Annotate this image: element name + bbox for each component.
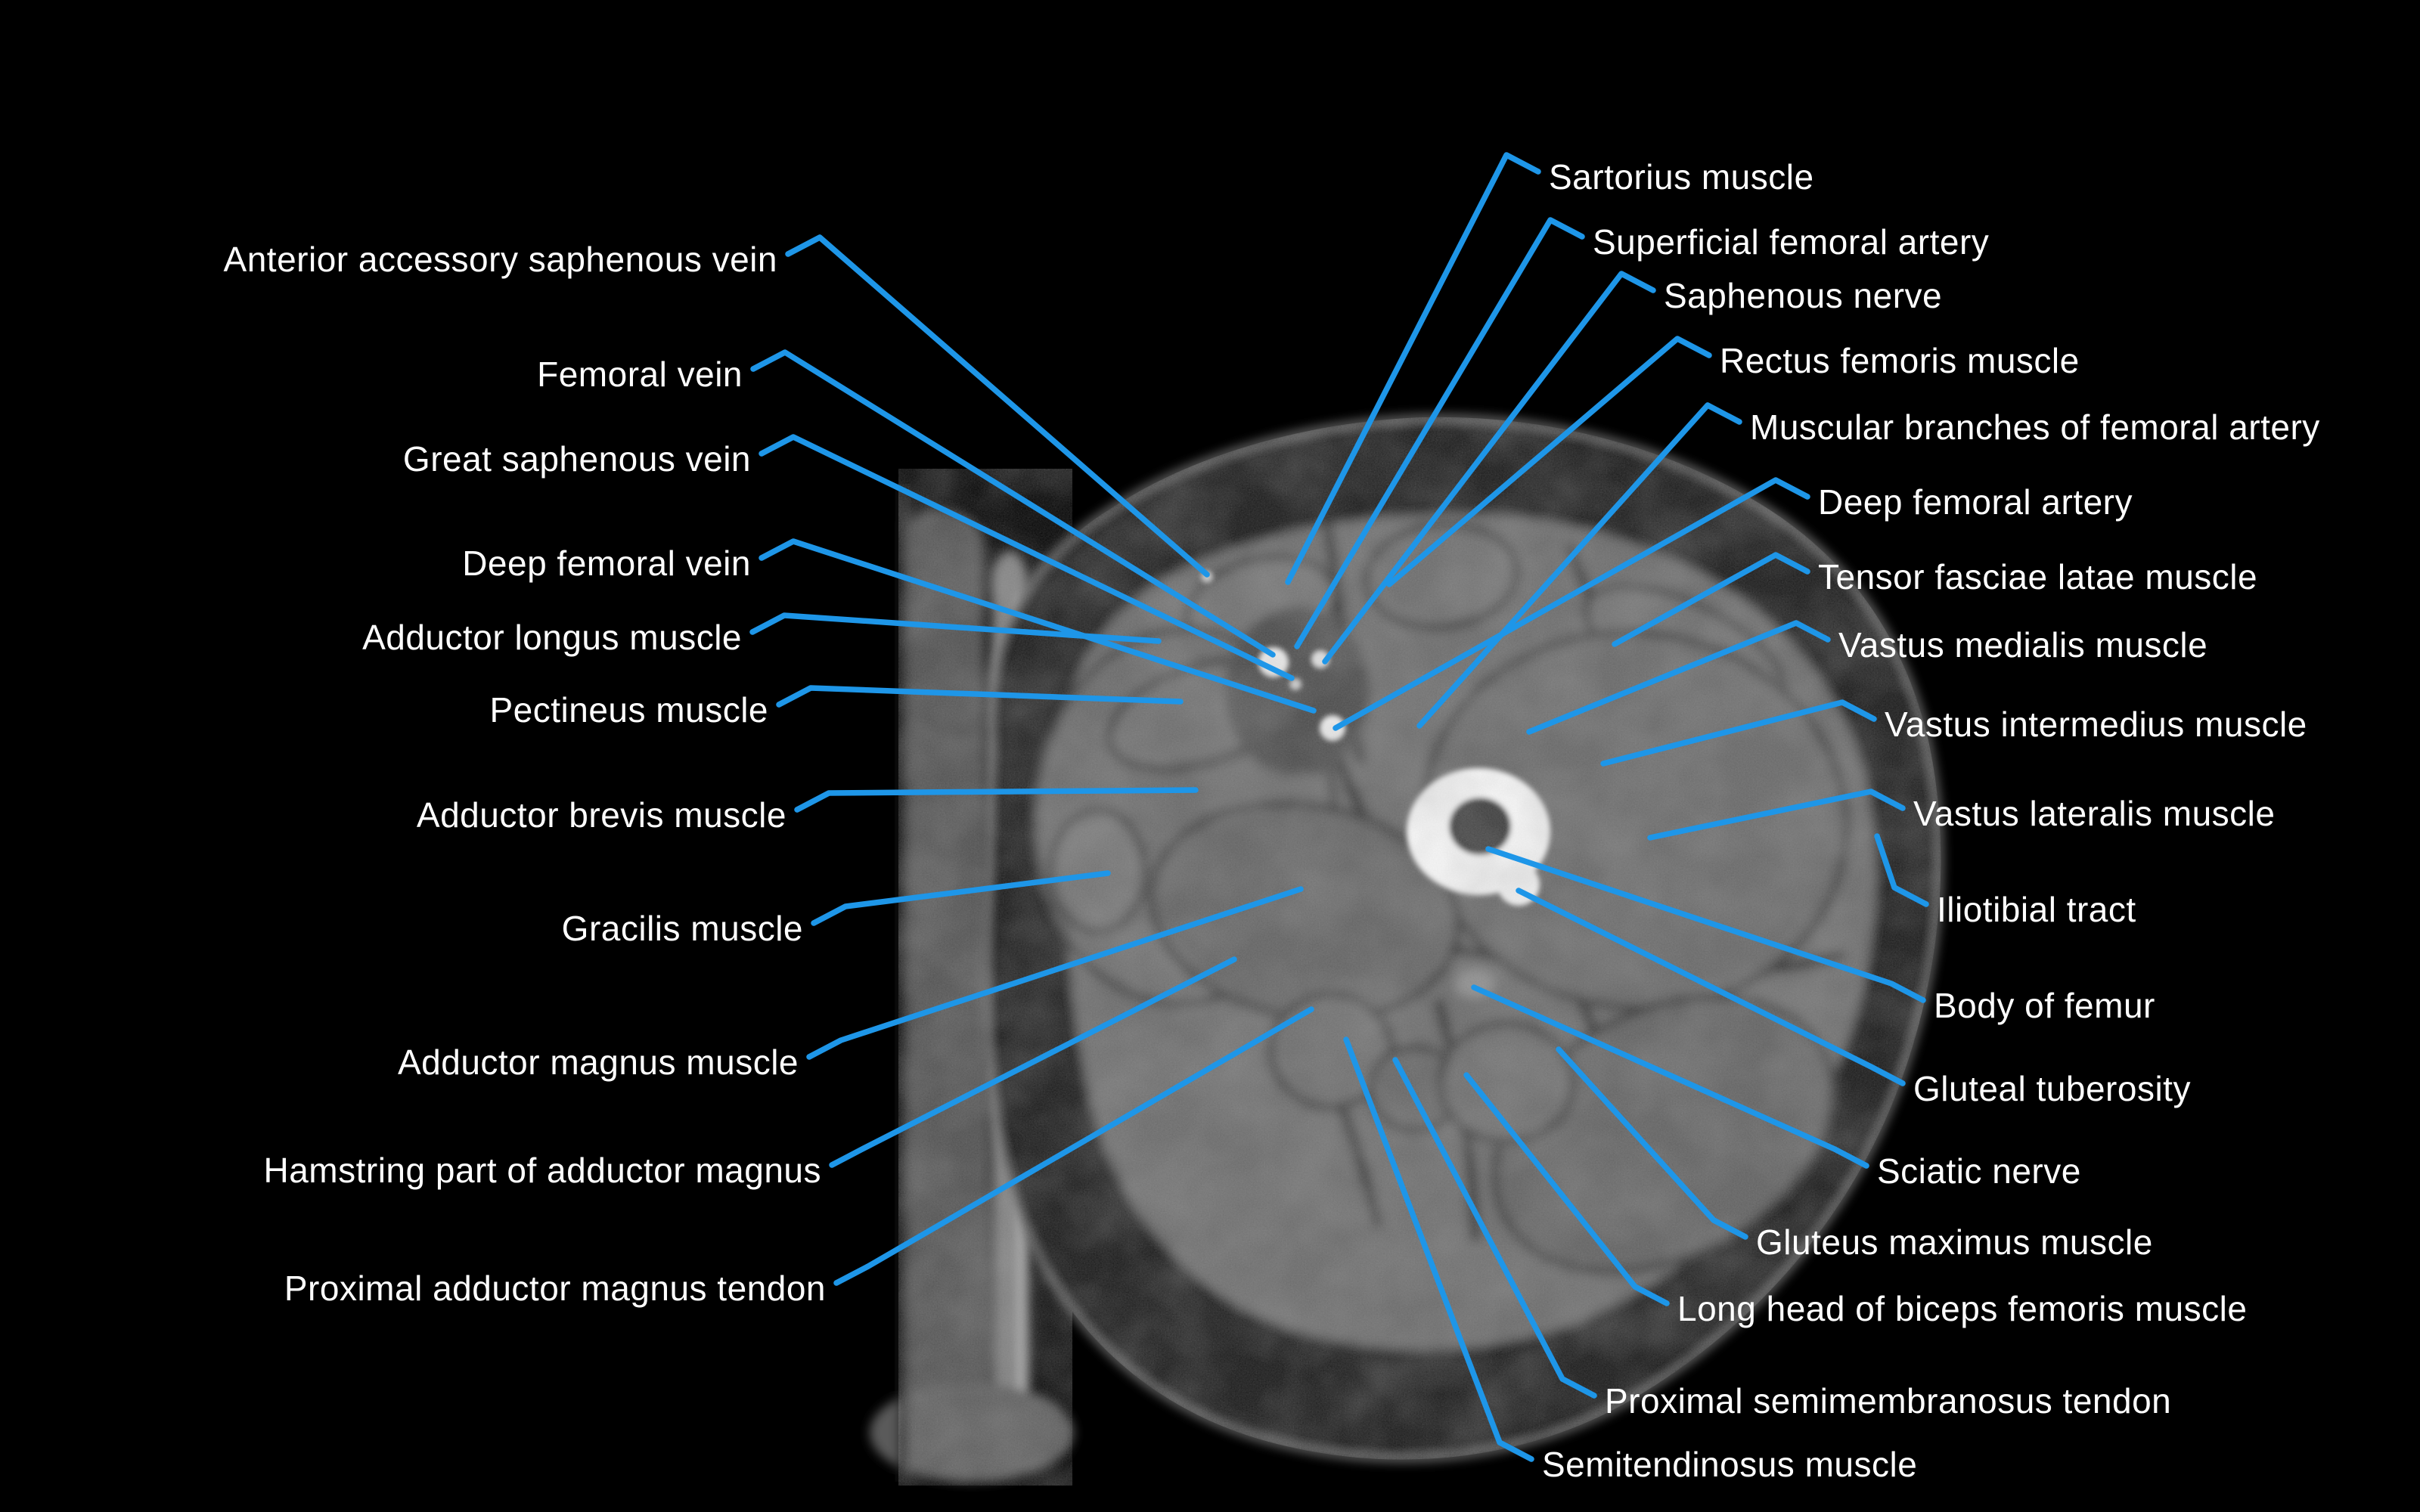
anatomy-label-adductor-brevis-muscle: Adductor brevis muscle	[417, 795, 786, 835]
anatomy-label-pectineus-muscle: Pectineus muscle	[490, 690, 769, 730]
leader-line-adductor-magnus-muscle	[806, 886, 1304, 1060]
anatomy-label-gluteal-tuberosity: Gluteal tuberosity	[1913, 1069, 2191, 1108]
anatomy-label-superficial-femoral-artery: Superficial femoral artery	[1593, 222, 1989, 262]
leader-line-saphenous-nerve	[1322, 271, 1656, 665]
leader-line-femoral-vein	[750, 349, 1276, 658]
leader-line-tensor-fasciae-latae-muscle	[1612, 552, 1810, 647]
leader-line-pectineus-muscle	[776, 685, 1184, 708]
anatomy-label-femoral-vein: Femoral vein	[537, 355, 743, 394]
leader-line-great-saphenous-vein	[759, 434, 1295, 681]
leader-line-anterior-accessory-saphenous-vein	[785, 234, 1210, 578]
leader-line-gluteal-tuberosity	[1516, 888, 1906, 1086]
leader-line-vastus-intermedius-muscle	[1600, 699, 1877, 767]
leader-line-proximal-semimembranosus-tendon	[1392, 1057, 1597, 1399]
leader-lines-layer	[749, 152, 1929, 1462]
leader-line-deep-femoral-vein	[759, 538, 1317, 714]
anatomy-label-adductor-longus-muscle: Adductor longus muscle	[362, 618, 742, 657]
anatomy-label-vastus-lateralis-muscle: Vastus lateralis muscle	[1913, 794, 2276, 833]
anatomy-label-tensor-fasciae-latae-muscle: Tensor fasciae latae muscle	[1818, 557, 2257, 596]
anatomy-label-muscular-branches-of-femoral-artery: Muscular branches of femoral artery	[1750, 407, 2320, 447]
leader-line-sartorius-muscle	[1285, 152, 1541, 585]
anatomy-label-rectus-femoris-muscle: Rectus femoris muscle	[1720, 341, 2080, 380]
labels-layer: Anterior accessory saphenous veinFemoral…	[224, 157, 2320, 1484]
leader-line-semitendinosus-muscle	[1343, 1036, 1534, 1462]
leader-line-iliotibial-tract	[1874, 833, 1929, 907]
anatomy-label-saphenous-nerve: Saphenous nerve	[1664, 276, 1942, 315]
anatomy-label-deep-femoral-artery: Deep femoral artery	[1818, 482, 2133, 522]
leader-line-sciatic-nerve	[1471, 984, 1869, 1169]
anatomy-label-gracilis-muscle: Gracilis muscle	[562, 909, 803, 948]
leader-line-muscular-branches-of-femoral-artery	[1416, 402, 1742, 729]
leader-line-proximal-adductor-magnus-tendon	[833, 1006, 1314, 1286]
anatomy-label-proximal-adductor-magnus-tendon: Proximal adductor magnus tendon	[284, 1269, 826, 1308]
anatomy-label-deep-femoral-vein: Deep femoral vein	[462, 544, 751, 583]
anatomy-label-anterior-accessory-saphenous-vein: Anterior accessory saphenous vein	[224, 240, 777, 279]
anatomy-label-adductor-magnus-muscle: Adductor magnus muscle	[398, 1043, 799, 1082]
anatomy-label-hamstring-part-of-adductor-magnus: Hamstring part of adductor magnus	[263, 1151, 821, 1190]
leader-line-rectus-femoris-muscle	[1386, 336, 1712, 587]
anatomy-label-proximal-semimembranosus-tendon: Proximal semimembranosus tendon	[1605, 1381, 2171, 1421]
anatomy-label-semitendinosus-muscle: Semitendinosus muscle	[1542, 1445, 1917, 1484]
leader-line-body-of-femur	[1485, 846, 1926, 1003]
leader-line-adductor-longus-muscle	[749, 612, 1162, 644]
leader-line-vastus-medialis-muscle	[1526, 620, 1831, 735]
leader-line-adductor-brevis-muscle	[794, 787, 1199, 813]
anatomy-label-sartorius-muscle: Sartorius muscle	[1549, 157, 1814, 197]
anatomy-label-gluteus-maximus-muscle: Gluteus maximus muscle	[1756, 1222, 2153, 1262]
anatomy-label-long-head-of-biceps-femoris-muscle: Long head of biceps femoris muscle	[1677, 1289, 2247, 1328]
leader-line-hamstring-part-of-adductor-magnus	[829, 956, 1237, 1168]
leader-line-gracilis-muscle	[811, 870, 1111, 926]
anatomy-label-iliotibial-tract: Iliotibial tract	[1937, 890, 2136, 929]
leader-line-long-head-of-biceps-femoris-muscle	[1463, 1072, 1670, 1306]
anatomy-label-body-of-femur: Body of femur	[1934, 986, 2155, 1025]
anatomy-label-sciatic-nerve: Sciatic nerve	[1877, 1151, 2081, 1191]
anatomy-label-great-saphenous-vein: Great saphenous vein	[403, 439, 751, 479]
leader-line-vastus-lateralis-muscle	[1647, 789, 1906, 841]
leader-line-deep-femoral-artery	[1333, 477, 1810, 731]
leader-line-superficial-femoral-artery	[1294, 217, 1585, 649]
leader-line-gluteus-maximus-muscle	[1556, 1046, 1748, 1240]
anatomy-label-vastus-medialis-muscle: Vastus medialis muscle	[1838, 625, 2207, 665]
anatomy-label-vastus-intermedius-muscle: Vastus intermedius muscle	[1885, 705, 2307, 744]
